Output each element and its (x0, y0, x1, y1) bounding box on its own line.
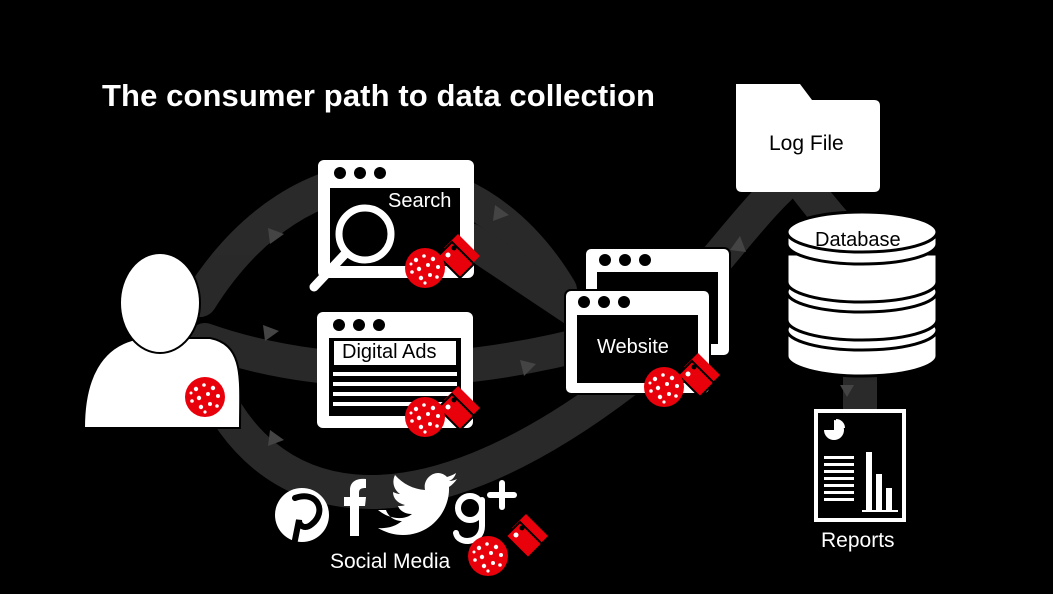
database-label: Database (815, 229, 901, 251)
website-cookie-icon (644, 367, 684, 407)
google-plus-icon (453, 480, 517, 544)
social-tag-icon (505, 513, 549, 559)
pinterest-icon (275, 488, 329, 548)
reports-label: Reports (821, 529, 895, 552)
report-document-icon (814, 409, 906, 522)
folder-icon (736, 84, 880, 192)
flow-arrows (263, 205, 854, 446)
page-title: The consumer path to data collection (102, 78, 656, 113)
twitter-icon (378, 473, 457, 535)
search-cookie-icon (405, 248, 445, 288)
flow-paths (183, 153, 877, 509)
magnifier-icon (309, 204, 395, 292)
log-file-label: Log File (769, 132, 844, 155)
website-label: Website (597, 336, 669, 358)
social-cookie-icon (468, 536, 508, 576)
facebook-icon (344, 478, 366, 536)
digital-ads-label: Digital Ads (342, 341, 437, 363)
ads-cookie-icon (405, 397, 445, 437)
social-media-label: Social Media (330, 550, 451, 573)
search-label: Search (388, 190, 452, 212)
database-icon (785, 210, 939, 378)
ads-window-icon (317, 312, 473, 428)
website-window-icon (564, 247, 731, 395)
person-cookie-icon (185, 377, 225, 417)
